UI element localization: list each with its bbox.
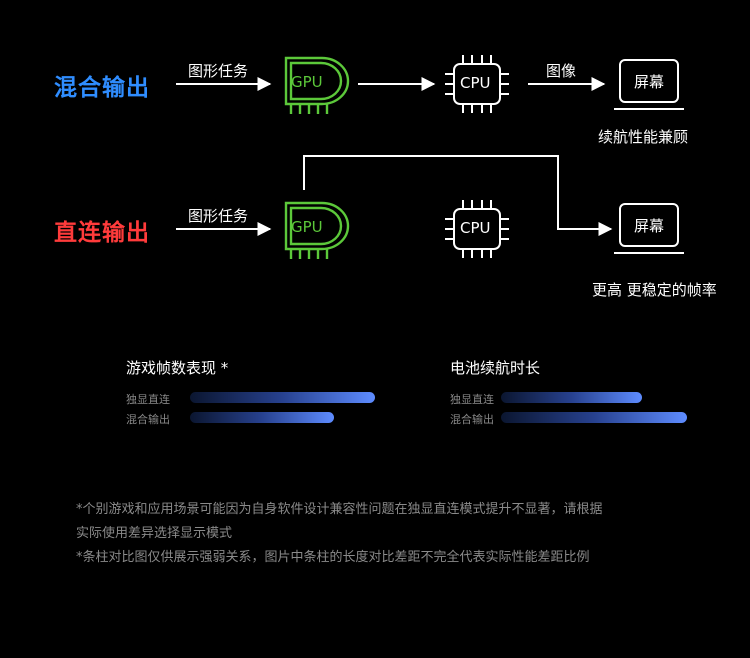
bar-track (501, 412, 687, 423)
cpu-chip-icon (445, 200, 509, 258)
bar (190, 412, 335, 423)
hybrid-mode-title: 混合输出 (54, 75, 150, 101)
gpu-chip-icon (284, 201, 350, 259)
footnote-line: *条柱对比图仅供展示强弱关系，图片中条柱的长度对比差距不完全代表实际性能差距比例 (76, 550, 590, 565)
bar (501, 392, 643, 403)
chart-title-fps: 游戏帧数表现 * (126, 359, 229, 377)
screen-label: 屏幕 (634, 73, 665, 91)
bar-track (190, 412, 375, 423)
screen-label: 屏幕 (634, 217, 665, 235)
footnote-line: *个别游戏和应用场景可能因为自身软件设计兼容性问题在独显直连模式提升不显著，请根… (76, 502, 603, 517)
arrow-gpu-bypass-to-screen (303, 155, 613, 236)
bar-track (501, 392, 687, 403)
screen-icon (614, 203, 684, 254)
bar (190, 392, 375, 403)
direct-mode-title: 直连输出 (54, 220, 150, 246)
screen-icon (614, 59, 684, 110)
bar (501, 412, 687, 423)
cpu-chip-icon (445, 55, 509, 113)
cpu-label: CPU (460, 219, 491, 237)
image-label: 图像 (546, 62, 577, 80)
footnote-line: 实际使用差异选择显示模式 (76, 526, 233, 541)
graphics-task-label: 图形任务 (188, 207, 249, 225)
cpu-label: CPU (460, 74, 491, 92)
gpu-label: GPU (291, 218, 323, 236)
gpu-label: GPU (291, 73, 323, 91)
bar-label: 混合输出 (126, 413, 170, 426)
hybrid-caption: 续航性能兼顾 (598, 128, 689, 146)
graphics-task-label: 图形任务 (188, 62, 249, 80)
gpu-chip-icon (284, 56, 350, 114)
bar-label: 独显直连 (126, 393, 170, 406)
footnote: *个别游戏和应用场景可能因为自身软件设计兼容性问题在独显直连模式提升不显著，请根… (76, 498, 716, 570)
direct-caption: 更高 更稳定的帧率 (592, 281, 717, 299)
bar-label: 混合输出 (450, 413, 494, 426)
bar-label: 独显直连 (450, 393, 494, 406)
chart-title-battery: 电池续航时长 (450, 359, 541, 377)
bar-track (190, 392, 375, 403)
